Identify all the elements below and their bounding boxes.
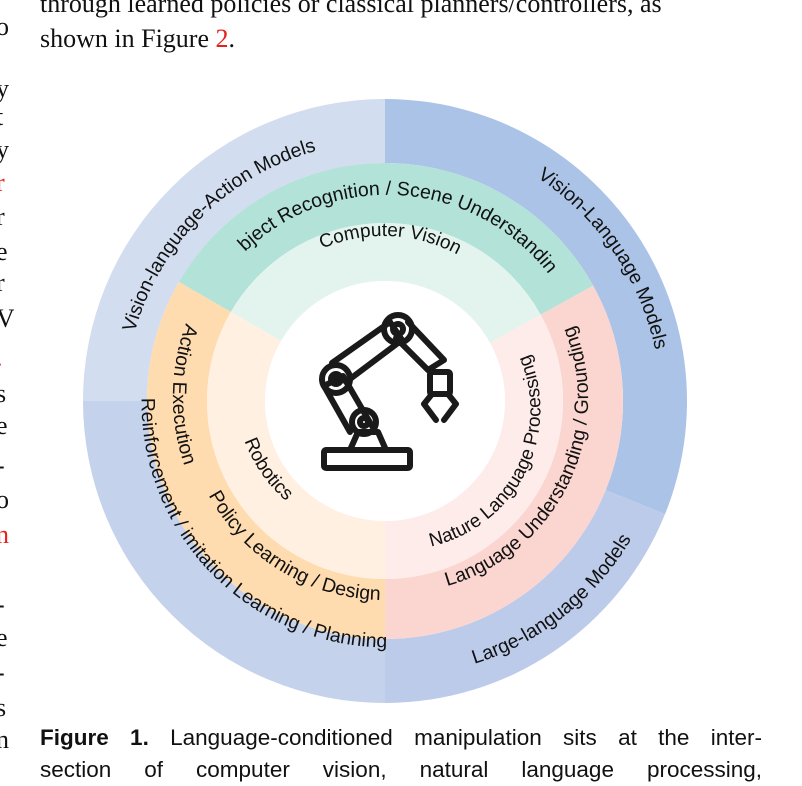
inner-ring: [207, 223, 563, 579]
outer-segment-rl: [83, 401, 385, 703]
inner-segment-nlp: [385, 314, 563, 579]
gutter-char: V: [0, 304, 14, 333]
gutter-char: o: [0, 485, 9, 514]
middle-segment-vision: [178, 163, 594, 315]
gutter-char: o: [0, 12, 9, 41]
middle-segment-language: [385, 285, 623, 639]
left-column-cutoff-text: oytyrrerV.se-on-e-sn: [0, 0, 14, 784]
inner-segment-computer-vision: [230, 223, 541, 343]
outer-segment-vlm: [385, 99, 687, 515]
gutter-char: s: [0, 693, 7, 722]
outer-segment-llm: [385, 490, 666, 703]
body-paragraph: through learned policies or classical pl…: [40, 0, 764, 56]
middle-segment-robotics: [146, 282, 385, 639]
figure-caption: Figure 1. Language-conditioned manipulat…: [40, 722, 762, 786]
gutter-char: r: [0, 168, 5, 197]
gutter-char: y: [0, 74, 9, 103]
robot-arm-icon: [319, 312, 459, 471]
gutter-char: -: [0, 660, 5, 686]
gutter-char: .: [0, 345, 3, 371]
gutter-char: e: [0, 237, 8, 266]
paragraph-line-1: through learned policies or classical pl…: [40, 0, 662, 18]
middle-ring: [146, 163, 623, 639]
outer-ring: [83, 99, 687, 703]
caption-line-2: section of computer vision, natural lang…: [40, 757, 762, 782]
gutter-char: r: [0, 202, 5, 231]
gutter-char: n: [0, 520, 9, 549]
gutter-char: -: [0, 592, 5, 618]
figure-reference-link[interactable]: 2: [215, 24, 229, 53]
gutter-char: r: [0, 268, 5, 297]
outer-segment-vla: [83, 99, 385, 401]
gutter-char: n: [0, 725, 9, 754]
center-disc: [265, 281, 505, 521]
concept-circle-diagram: Vision-language-Action Models Vision-Lan…: [70, 86, 687, 703]
paragraph-line-2: shown in Figure 2.: [40, 24, 235, 53]
caption-line-1: Figure 1. Language-conditioned manipulat…: [40, 725, 762, 750]
gutter-char: -: [0, 453, 5, 479]
gutter-char: y: [0, 135, 9, 164]
caption-label: Figure 1.: [40, 725, 149, 750]
gutter-char: t: [0, 104, 3, 130]
gutter-char: s: [0, 379, 7, 408]
gutter-char: e: [0, 623, 8, 652]
inner-segment-robotics: [207, 312, 385, 579]
gutter-char: e: [0, 411, 8, 440]
